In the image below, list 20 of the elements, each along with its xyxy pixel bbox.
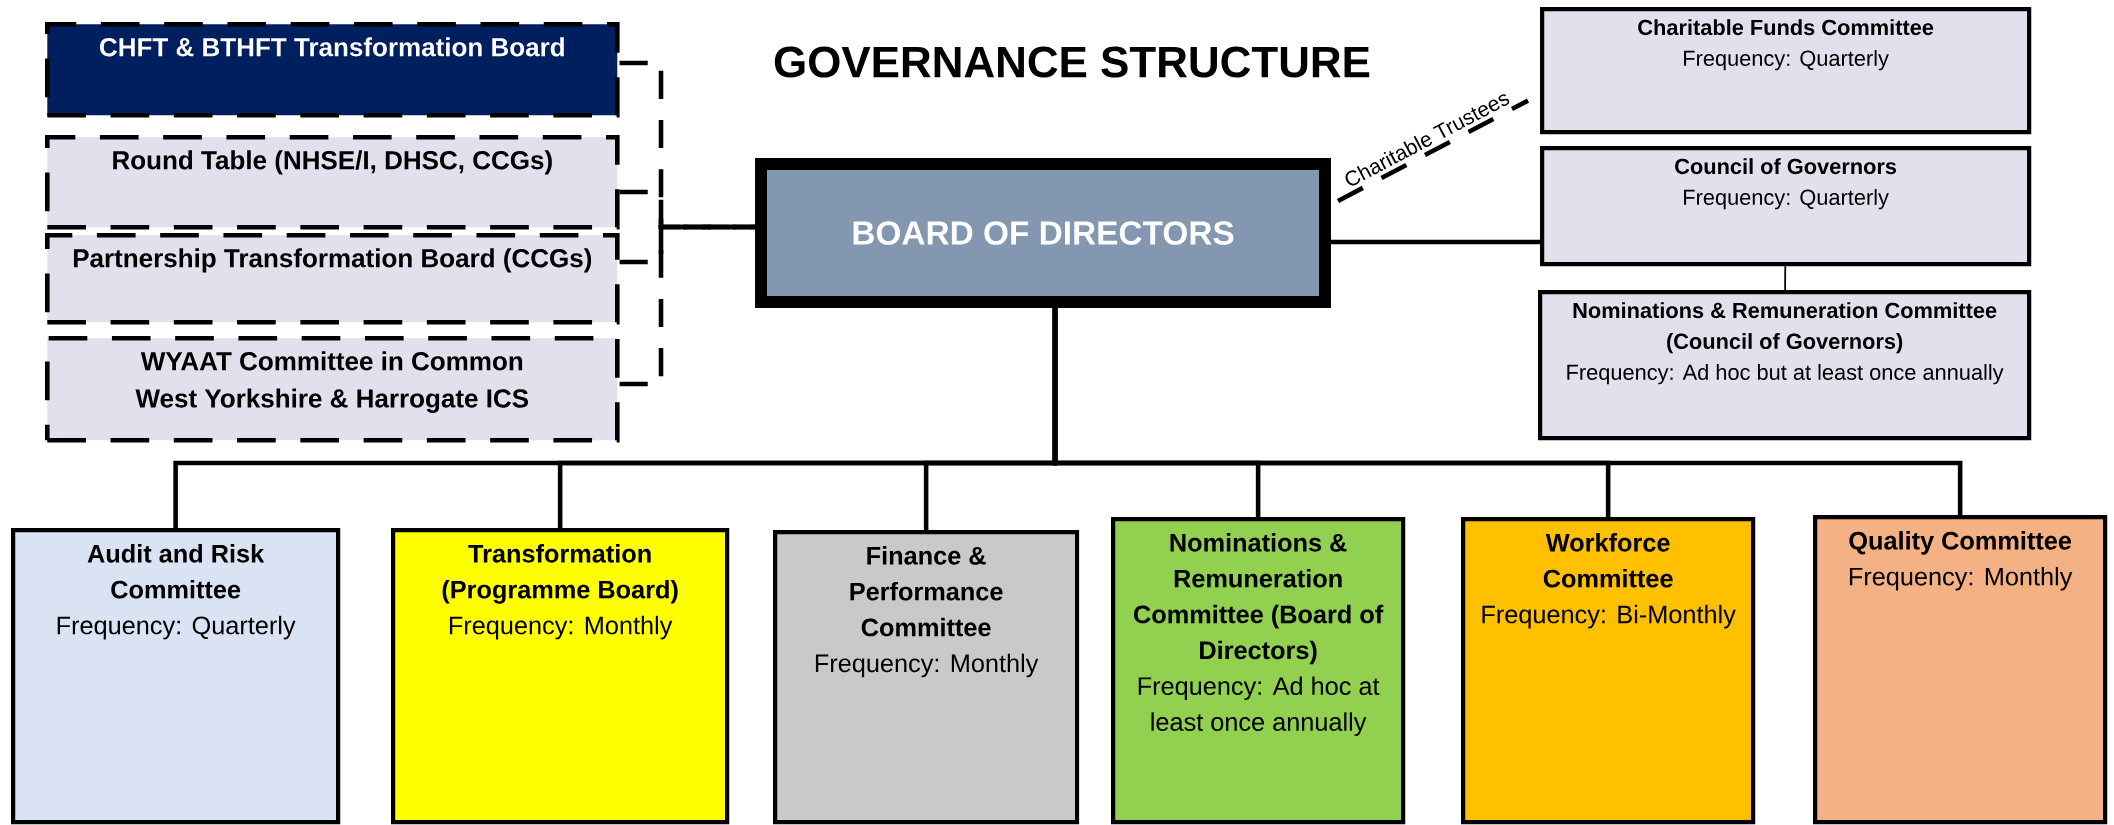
committee-box: Council of Governors Frequency: Quarterly [1540,146,2032,267]
connector [1331,239,1540,245]
dashed-box: Partnership Transformation Board (CCGs) [45,233,620,325]
dashed-box: WYAAT Committee in Common West Yorkshire & Harrogate ICS [45,336,620,443]
committee-box: Quality Committee Frequency: Monthly [1813,515,2108,825]
committee-box: Audit and Risk Committee Frequency: Quarterly [11,528,341,825]
committee-box: Charitable Funds Committee Frequency: Quarterly [1540,7,2032,135]
dashed-box: CHFT & BTHFT Transformation Board [45,22,620,118]
connector [1336,98,1530,204]
committee-box: Workforce Committee Frequency: Bi-Monthly [1461,517,1756,825]
committee-box: Finance & Performance Committee Frequency: Monthly [773,530,1080,825]
connector [1052,308,1963,515]
dashed-box: Round Table (NHSE/I, DHSC, CCGs) [45,135,620,230]
board-box: BOARD OF DIRECTORS [755,158,1331,308]
title: GOVERNANCE STRUCTURE [774,46,1370,78]
connector [661,224,756,230]
connector [1784,265,1787,291]
committee-box: Transformation (Programme Board) Frequency: Monthly [391,528,730,825]
committee-box: Nominations & Remuneration Committee (Council of Governors) Frequency: Ad hoc but at least once annually [1538,290,2032,441]
committee-box: Nominations & Remuneration Committee (Board of Directors) Frequency: Ad hoc at least once annually [1111,517,1406,825]
